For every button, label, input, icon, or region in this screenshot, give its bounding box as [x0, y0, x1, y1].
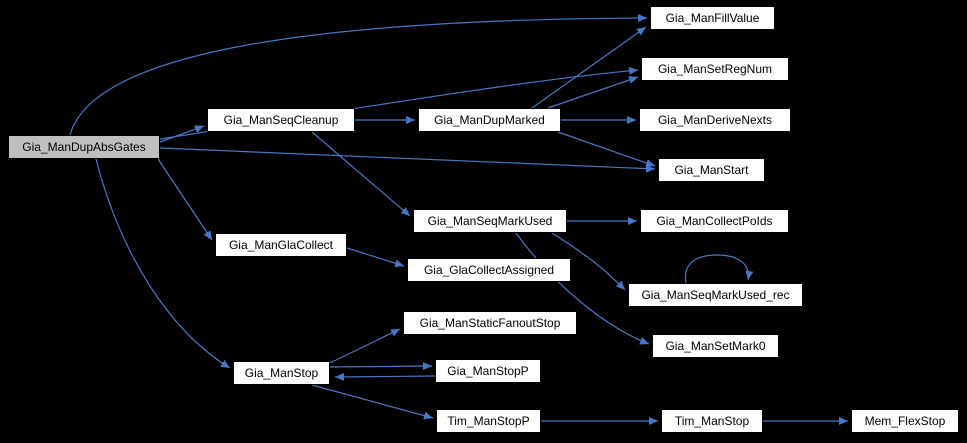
node-gia-man-stop-p[interactable]: Gia_ManStopP: [435, 359, 541, 383]
edge-gia-man-stop-to-tim-man-stop-p: [311, 384, 434, 420]
edge-gia-man-dup-marked-to-gia-man-set-reg-num: [547, 76, 639, 109]
node-tim-man-stop-p[interactable]: Tim_ManStopP: [436, 409, 541, 433]
edge-gia-man-dup-marked-to-gia-man-fill-value: [531, 26, 647, 109]
node-gia-man-collect-po-ids[interactable]: Gia_ManCollectPoIds: [640, 209, 789, 233]
node-tim-man-stop[interactable]: Tim_ManStop: [661, 409, 763, 433]
edge-gia-man-seq-cleanup-to-gia-man-seq-mark-used: [311, 131, 411, 217]
node-gia-man-seq-mark-used-rec[interactable]: Gia_ManSeqMarkUsed_rec: [628, 283, 803, 307]
edge-gia-man-stop-p-to-gia-man-stop: [334, 372, 436, 381]
edge-gia-man-dup-abs-gates-to-gia-man-stop: [95, 158, 231, 369]
node-gia-man-start[interactable]: Gia_ManStart: [658, 158, 765, 182]
node-gia-man-seq-cleanup[interactable]: Gia_ManSeqCleanup: [207, 108, 355, 132]
node-gia-man-dup-abs-gates[interactable]: Gia_ManDupAbsGates: [8, 135, 160, 159]
edge-gia-man-gla-collect-to-gia-gla-collect-assigned: [346, 247, 405, 268]
node-gia-gla-collect-assigned[interactable]: Gia_GlaCollectAssigned: [407, 258, 571, 282]
node-gia-man-set-mark0[interactable]: Gia_ManSetMark0: [652, 334, 779, 358]
node-gia-man-gla-collect[interactable]: Gia_ManGlaCollect: [215, 233, 347, 257]
node-gia-man-set-reg-num[interactable]: Gia_ManSetRegNum: [641, 57, 789, 81]
node-gia-man-derive-nexts[interactable]: Gia_ManDeriveNexts: [639, 108, 791, 132]
edge-gia-man-dup-abs-gates-to-gia-man-fill-value: [69, 14, 648, 136]
edge-gia-man-dup-marked-to-gia-man-start: [557, 131, 656, 167]
node-gia-man-dup-marked[interactable]: Gia_ManDupMarked: [418, 108, 561, 132]
node-gia-man-stop[interactable]: Gia_ManStop: [233, 361, 330, 385]
edge-gia-man-stop-to-gia-man-static-fanout-stop: [329, 328, 401, 364]
node-gia-man-static-fanout-stop[interactable]: Gia_ManStaticFanoutStop: [403, 311, 577, 335]
edge-gia-man-dup-abs-gates-to-gia-man-seq-cleanup: [159, 125, 205, 143]
edge-gia-man-seq-mark-used-to-gia-man-set-mark0: [515, 232, 650, 345]
node-gia-man-seq-mark-used[interactable]: Gia_ManSeqMarkUsed: [413, 209, 567, 233]
edge-gia-man-dup-abs-gates-to-gia-man-gla-collect: [157, 158, 213, 241]
edge-gia-man-stop-to-gia-man-stop-p: [329, 362, 433, 371]
node-mem-flex-stop[interactable]: Mem_FlexStop: [851, 409, 959, 433]
edge-gia-man-dup-abs-gates-to-gia-man-start: [159, 147, 656, 173]
node-gia-man-fill-value[interactable]: Gia_ManFillValue: [650, 6, 775, 30]
edge-gia-man-seq-mark-used-to-gia-man-seq-mark-used-rec: [551, 232, 626, 291]
edge-gia-man-seq-mark-used-rec-to-gia-man-seq-mark-used-rec: [684, 254, 754, 284]
